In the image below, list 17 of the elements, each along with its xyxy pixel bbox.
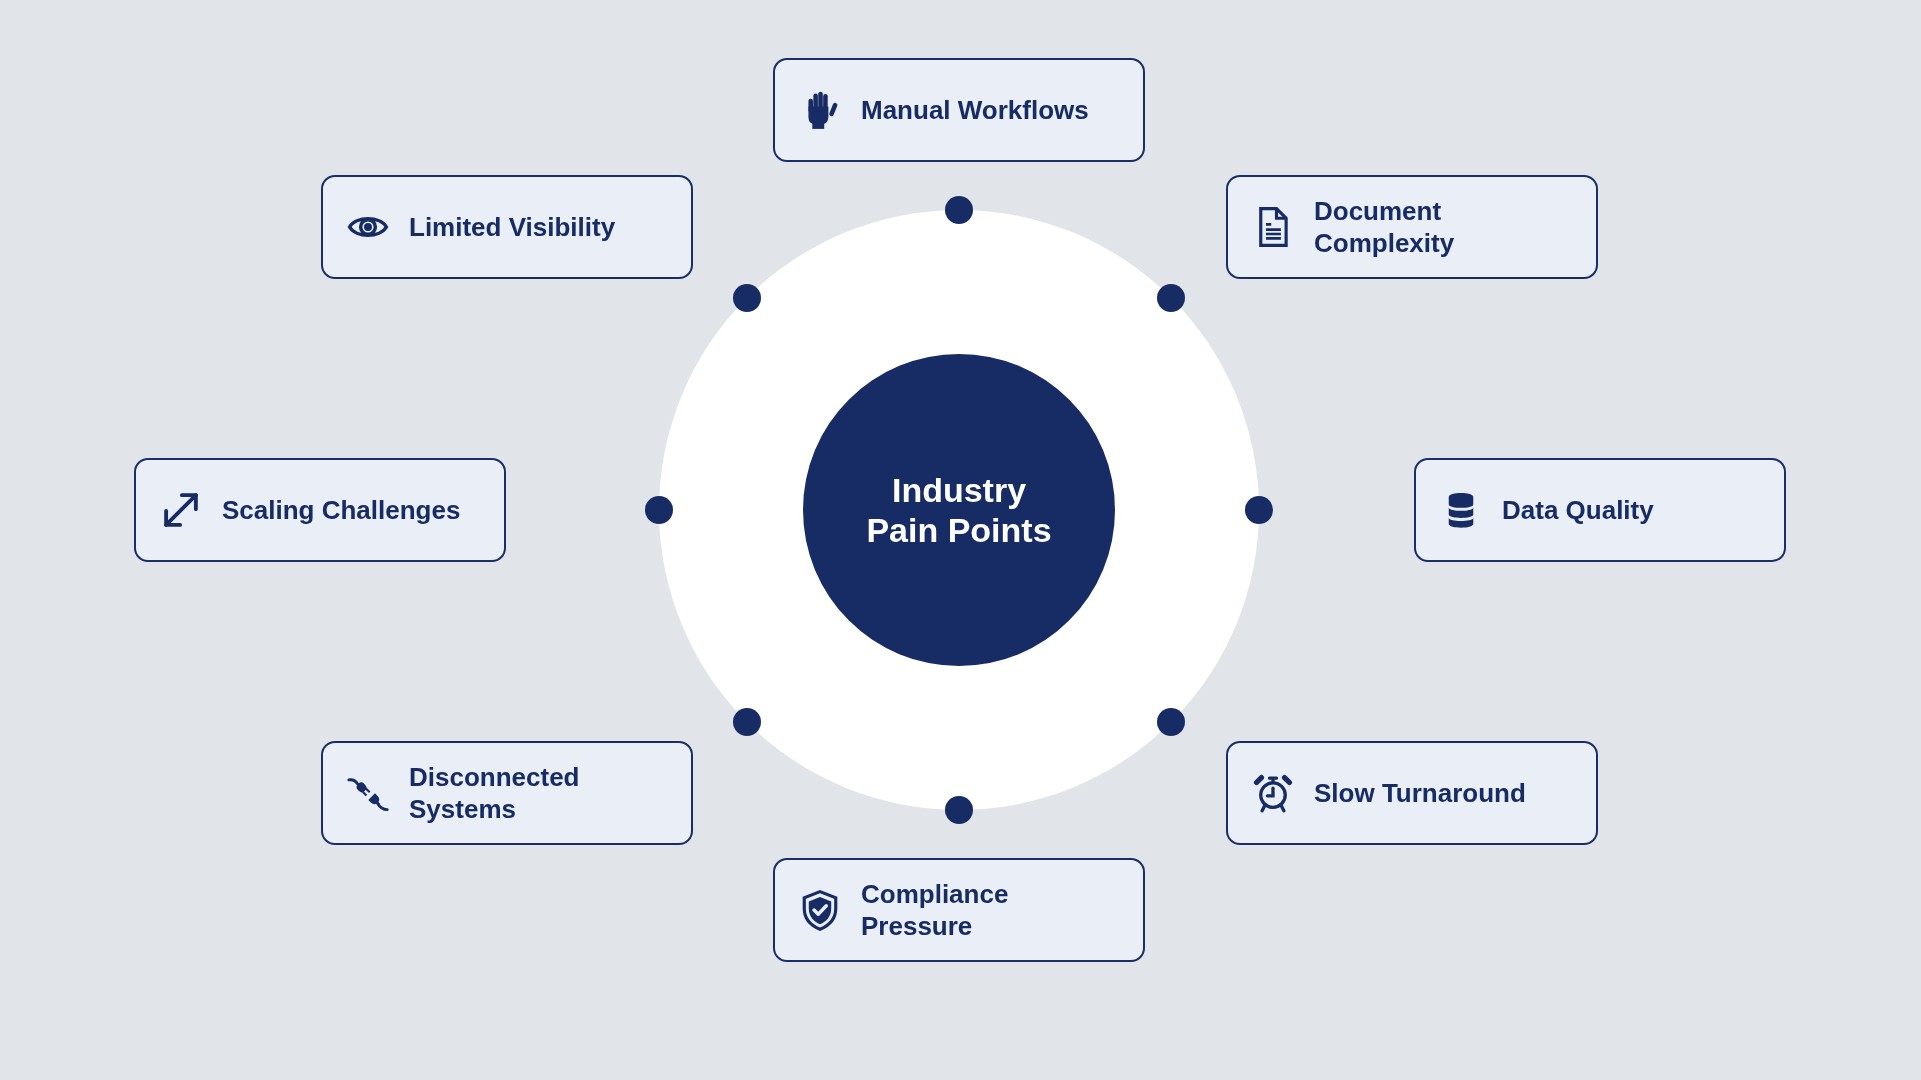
- pain-point-card: [321, 741, 693, 845]
- card-title: Disconnected Systems: [409, 761, 581, 825]
- card-title: Data Quality: [1502, 494, 1654, 526]
- card-title: Slow Turnaround: [1314, 777, 1526, 809]
- pain-point-card: [1226, 175, 1598, 279]
- card-title: Document Complexity: [1314, 195, 1456, 259]
- pain-point-card: [773, 58, 1145, 162]
- card-title: Manual Workflows: [861, 94, 1089, 126]
- pain-point-card: [321, 175, 693, 279]
- pain-point-card: [1226, 741, 1598, 845]
- pain-point-card: [1414, 458, 1786, 562]
- card-title: Limited Visibility: [409, 211, 616, 243]
- pain-point-card: [773, 858, 1145, 962]
- card-title: Scaling Challenges: [222, 494, 461, 526]
- card-title: Compliance Pressure: [861, 878, 1010, 942]
- center-title: Industry Pain Points: [865, 470, 1053, 550]
- pain-point-card: [134, 458, 506, 562]
